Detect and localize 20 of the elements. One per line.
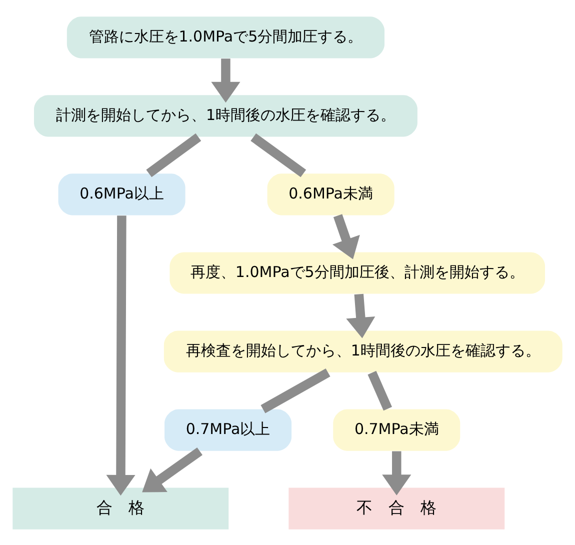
arrow xyxy=(332,214,360,259)
node-box: 0.7MPa以上 xyxy=(164,408,292,450)
arrow xyxy=(346,293,376,338)
node-box: 0.6MPa以上 xyxy=(58,173,186,215)
node-box: 0.6MPa未満 xyxy=(267,173,394,215)
node-box: 再検査を開始してから、1時間後の水圧を確認する。 xyxy=(164,330,562,372)
arrow xyxy=(142,446,202,492)
node-box: 計測を開始してから、1時間後の水圧を確認する。 xyxy=(34,94,418,136)
arrow xyxy=(211,58,240,102)
node-box: 管路に水圧を1.0MPaで5分間加圧する。 xyxy=(66,16,384,58)
connector xyxy=(368,370,392,410)
connector xyxy=(250,132,306,177)
connector xyxy=(146,132,202,177)
node-box: 再度、1.0MPaで5分間加圧後、計測を開始する。 xyxy=(170,252,546,294)
node-box: 不 合 格 xyxy=(288,487,505,529)
node-box: 0.7MPa未満 xyxy=(333,408,460,450)
connector xyxy=(260,368,330,413)
arrow xyxy=(106,215,136,496)
node-box: 合 格 xyxy=(12,487,229,529)
arrow xyxy=(382,450,412,495)
